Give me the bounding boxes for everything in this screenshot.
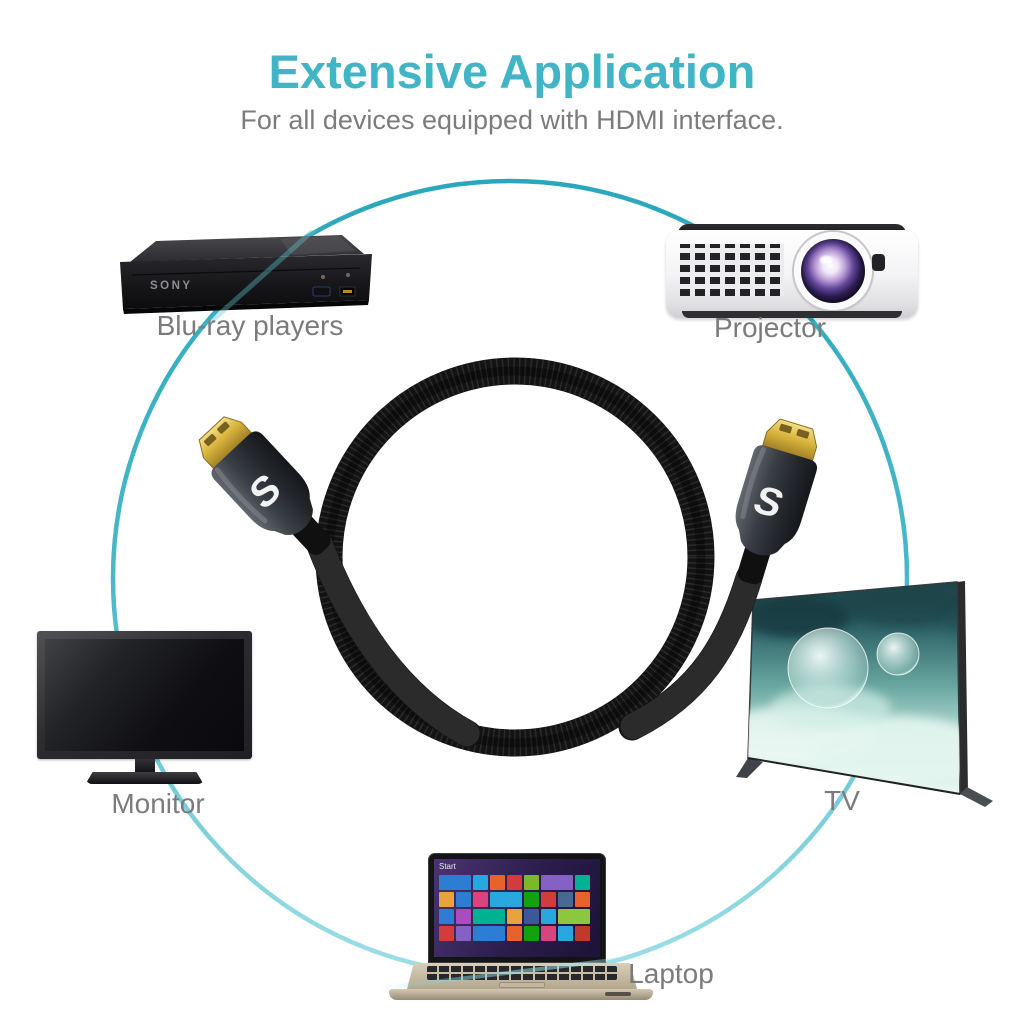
tv-left-foot [736, 758, 763, 778]
laptop-port [605, 992, 631, 996]
laptop-tile [558, 926, 573, 941]
laptop-base [389, 989, 653, 1000]
cable-loop [315, 357, 715, 757]
laptop-tile [473, 875, 488, 890]
sony-logo: SONY [150, 280, 193, 292]
laptop-tile [541, 926, 556, 941]
laptop-tile [541, 892, 556, 907]
laptop-tiles [439, 875, 597, 941]
cable-tail-left [306, 531, 482, 748]
laptop-trackpad [499, 982, 545, 988]
monitor-label: Monitor [111, 788, 205, 819]
bluray-disc-logo [312, 286, 331, 297]
laptop-tile [439, 909, 454, 924]
laptop-tile [473, 926, 505, 941]
laptop-tile [456, 909, 471, 924]
laptop-screen: Start [428, 853, 606, 963]
laptop-tile [490, 875, 505, 890]
laptop-tile [439, 875, 471, 890]
projector-vent-grille [680, 244, 784, 296]
projector-label: Projector [713, 312, 827, 343]
monitor-image [37, 631, 252, 787]
page-subtitle: For all devices equipped with HDMI inter… [240, 105, 784, 135]
laptop-tile [507, 926, 522, 941]
laptop-image: Start [378, 853, 668, 1003]
laptop-tile [575, 875, 590, 890]
hdmi-connector-left [187, 406, 348, 572]
laptop-tile [524, 909, 539, 924]
monitor-stand-base [85, 772, 204, 784]
laptop-tile [558, 909, 590, 924]
laptop-tile [507, 875, 522, 890]
laptop-tile [575, 892, 590, 907]
projector-body [666, 230, 918, 318]
laptop-display: Start [434, 859, 600, 957]
laptop-keyboard-deck [407, 963, 637, 989]
laptop-label: Laptop [628, 958, 714, 989]
tv-label: TV [824, 785, 860, 816]
projector-sensor [872, 254, 885, 271]
laptop-tile [490, 892, 522, 907]
laptop-tile [473, 909, 505, 924]
tv-scene-bubble-large [787, 627, 869, 709]
monitor-stand-neck [134, 759, 155, 773]
laptop-tile [524, 875, 539, 890]
laptop-tile [456, 892, 471, 907]
laptop-tile [524, 892, 539, 907]
laptop-tile [439, 892, 454, 907]
bluray-label: Blu-ray players [156, 310, 344, 341]
laptop-tile [456, 926, 471, 941]
projector-image [666, 224, 918, 318]
page-title: Extensive Application [268, 45, 756, 98]
cable-tail-right [618, 564, 763, 741]
tv-image [736, 566, 1024, 811]
laptop-tile [524, 926, 539, 941]
monitor-bezel [37, 631, 252, 759]
laptop-tile [507, 909, 522, 924]
laptop-tile [558, 892, 573, 907]
tv-right-foot [960, 787, 993, 807]
lens-glint [820, 255, 833, 264]
projector-lens [794, 232, 872, 310]
laptop-tile [541, 909, 556, 924]
monitor-screen [45, 639, 244, 751]
tv-scene-bubble-small [876, 632, 920, 676]
laptop-tile [439, 926, 454, 941]
laptop-start-label: Start [439, 862, 456, 871]
laptop-tile [473, 892, 488, 907]
laptop-tile [575, 926, 590, 941]
laptop-tile [541, 875, 573, 890]
